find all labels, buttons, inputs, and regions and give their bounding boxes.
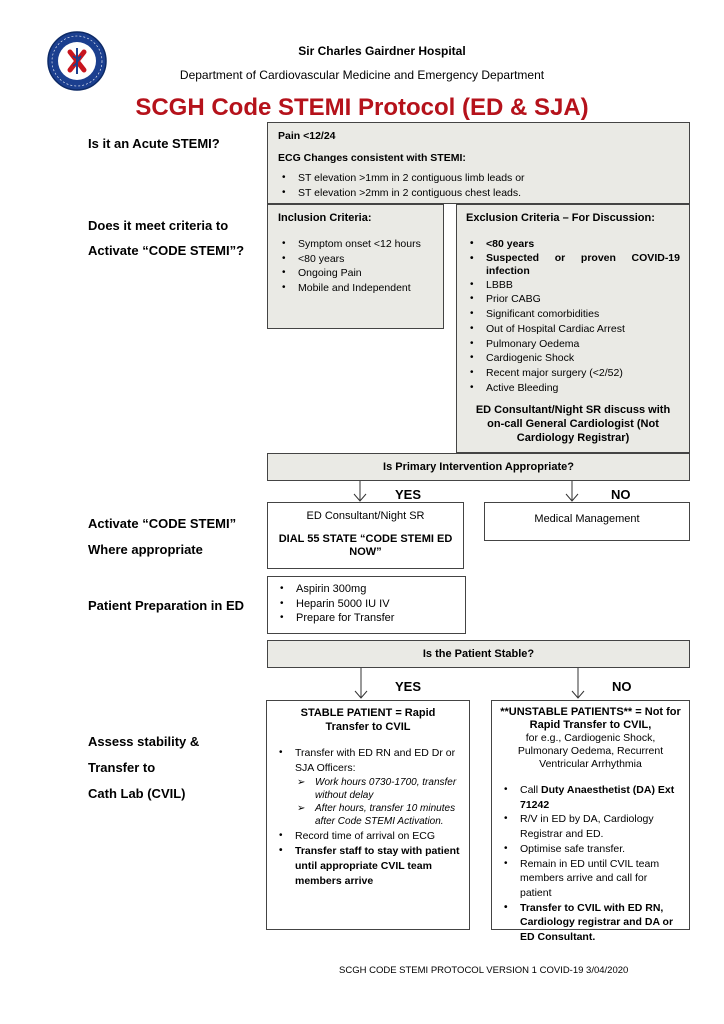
ecg-criterion: ST elevation >2mm in 2 contiguous chest … xyxy=(278,186,679,201)
exclusion-item: Cardiogenic Shock xyxy=(466,351,680,366)
document-footer: SCGH CODE STEMI PROTOCOL VERSION 1 COVID… xyxy=(339,965,629,976)
exclusion-item: Suspected or proven COVID-19 infection xyxy=(466,252,680,278)
unstable-item: Call Duty Anaesthetist (DA) Ext 71242 xyxy=(500,783,681,812)
stable-patient-box: STABLE PATIENT = Rapid Transfer to CVIL … xyxy=(266,700,470,930)
acute-stemi-box: Pain <12/24 ECG Changes consistent with … xyxy=(267,122,690,204)
exclusion-heading: Exclusion Criteria – For Discussion: xyxy=(466,212,655,224)
inclusion-item: Mobile and Independent xyxy=(278,281,433,296)
preparation-item: Prepare for Transfer xyxy=(276,611,457,626)
inclusion-item: <80 years xyxy=(278,252,433,267)
inclusion-item: Symptom onset <12 hours xyxy=(278,237,433,252)
label-where-appropriate: Where appropriate xyxy=(88,542,203,557)
stable-item: Transfer with ED RN and ED Dr or SJA Off… xyxy=(275,746,461,828)
exclusion-item: Prior CABG xyxy=(466,292,680,307)
activate-line2: DIAL 55 STATE “CODE STEMI ED NOW” xyxy=(278,533,453,558)
label-activate-code-stemi: Activate “CODE STEMI”? xyxy=(88,243,245,258)
exclusion-discuss-note: ED Consultant/Night SR discuss with on-c… xyxy=(475,404,671,445)
yes-label: YES xyxy=(395,679,422,694)
medical-management-box: Medical Management xyxy=(484,502,690,541)
arrow-down-icon xyxy=(354,668,368,705)
exclusion-item: Pulmonary Oedema xyxy=(466,337,680,352)
stable-sub-item: Work hours 0730-1700, transfer without d… xyxy=(295,776,461,802)
unstable-item: Optimise safe transfer. xyxy=(500,842,681,857)
preparation-item: Aspirin 300mg xyxy=(276,582,457,597)
stable-sub-item: After hours, transfer 10 minutes after C… xyxy=(295,802,461,828)
inclusion-item: Ongoing Pain xyxy=(278,266,433,281)
primary-intervention-question: Is Primary Intervention Appropriate? xyxy=(267,453,690,481)
patient-preparation-box: Aspirin 300mg Heparin 5000 IU IV Prepare… xyxy=(267,576,466,634)
unstable-item-prefix: Call xyxy=(520,784,542,796)
unstable-patient-box: **UNSTABLE PATIENTS** = Not for Rapid Tr… xyxy=(491,700,690,943)
label-patient-preparation: Patient Preparation in ED xyxy=(88,598,245,613)
exclusion-item: Active Bleeding xyxy=(466,381,680,396)
label-transfer-to: Transfer to xyxy=(88,760,156,775)
no-label: NO xyxy=(611,487,631,502)
stable-item: Record time of arrival on ECG xyxy=(275,829,461,844)
unstable-heading: **UNSTABLE PATIENTS** = Not for Rapid Tr… xyxy=(500,706,681,731)
page-title: SCGH Code STEMI Protocol (ED & SJA) xyxy=(135,94,589,121)
exclusion-item: Recent major surgery (<2/52) xyxy=(466,366,680,381)
stable-heading: STABLE PATIENT = Rapid Transfer to CVIL xyxy=(300,707,436,733)
stable-item-text: Transfer with ED RN and ED Dr or SJA Off… xyxy=(295,747,456,774)
arrow-down-icon xyxy=(565,481,579,508)
patient-stable-question: Is the Patient Stable? xyxy=(267,640,690,668)
exclusion-item: Significant comorbidities xyxy=(466,307,680,322)
activate-line1: ED Consultant/Night SR xyxy=(306,510,425,522)
arrow-down-icon xyxy=(571,668,585,705)
exclusion-criteria-box: Exclusion Criteria – For Discussion: <80… xyxy=(456,204,690,453)
exclusion-item: LBBB xyxy=(466,278,680,293)
unstable-item: Transfer to CVIL with ED RN, Cardiology … xyxy=(500,901,681,945)
primary-intervention-text: Is Primary Intervention Appropriate? xyxy=(383,461,574,473)
label-activate: Activate “CODE STEMI” xyxy=(88,516,237,531)
patient-stable-text: Is the Patient Stable? xyxy=(422,648,535,660)
pain-criterion: Pain <12/24 xyxy=(278,130,336,142)
preparation-item: Heparin 5000 IU IV xyxy=(276,597,457,612)
no-label: NO xyxy=(612,679,632,694)
ecg-heading: ECG Changes consistent with STEMI: xyxy=(278,152,466,164)
arrow-down-icon xyxy=(353,481,367,508)
unstable-item: R/V in ED by DA, Cardiology Registrar an… xyxy=(500,812,681,841)
unstable-subheading: for e.g., Cardiogenic Shock, Pulmonary O… xyxy=(517,732,664,770)
label-meet-criteria: Does it meet criteria to xyxy=(88,218,229,233)
activate-code-stemi-box: ED Consultant/Night SR DIAL 55 STATE “CO… xyxy=(267,502,464,569)
hospital-name: Sir Charles Gairdner Hospital xyxy=(298,44,466,58)
label-cath-lab: Cath Lab (CVIL) xyxy=(88,786,186,801)
inclusion-criteria-box: Inclusion Criteria: Symptom onset <12 ho… xyxy=(267,204,444,329)
hospital-logo xyxy=(46,30,108,92)
yes-label: YES xyxy=(395,487,422,502)
medical-management-text: Medical Management xyxy=(534,513,640,525)
exclusion-item: Out of Hospital Cardiac Arrest xyxy=(466,322,680,337)
ecg-criterion: ST elevation >1mm in 2 contiguous limb l… xyxy=(278,171,679,186)
label-assess-stability: Assess stability & xyxy=(88,734,200,749)
label-acute-stemi: Is it an Acute STEMI? xyxy=(88,136,220,151)
duty-anaesthetist-ext: Duty Anaesthetist (DA) Ext 71242 xyxy=(520,784,675,811)
exclusion-item: <80 years xyxy=(466,237,680,252)
unstable-item: Remain in ED until CVIL team members arr… xyxy=(500,857,681,901)
inclusion-heading: Inclusion Criteria: xyxy=(278,212,372,224)
stable-item: Transfer staff to stay with patient unti… xyxy=(275,844,461,888)
department-name: Department of Cardiovascular Medicine an… xyxy=(179,68,545,82)
